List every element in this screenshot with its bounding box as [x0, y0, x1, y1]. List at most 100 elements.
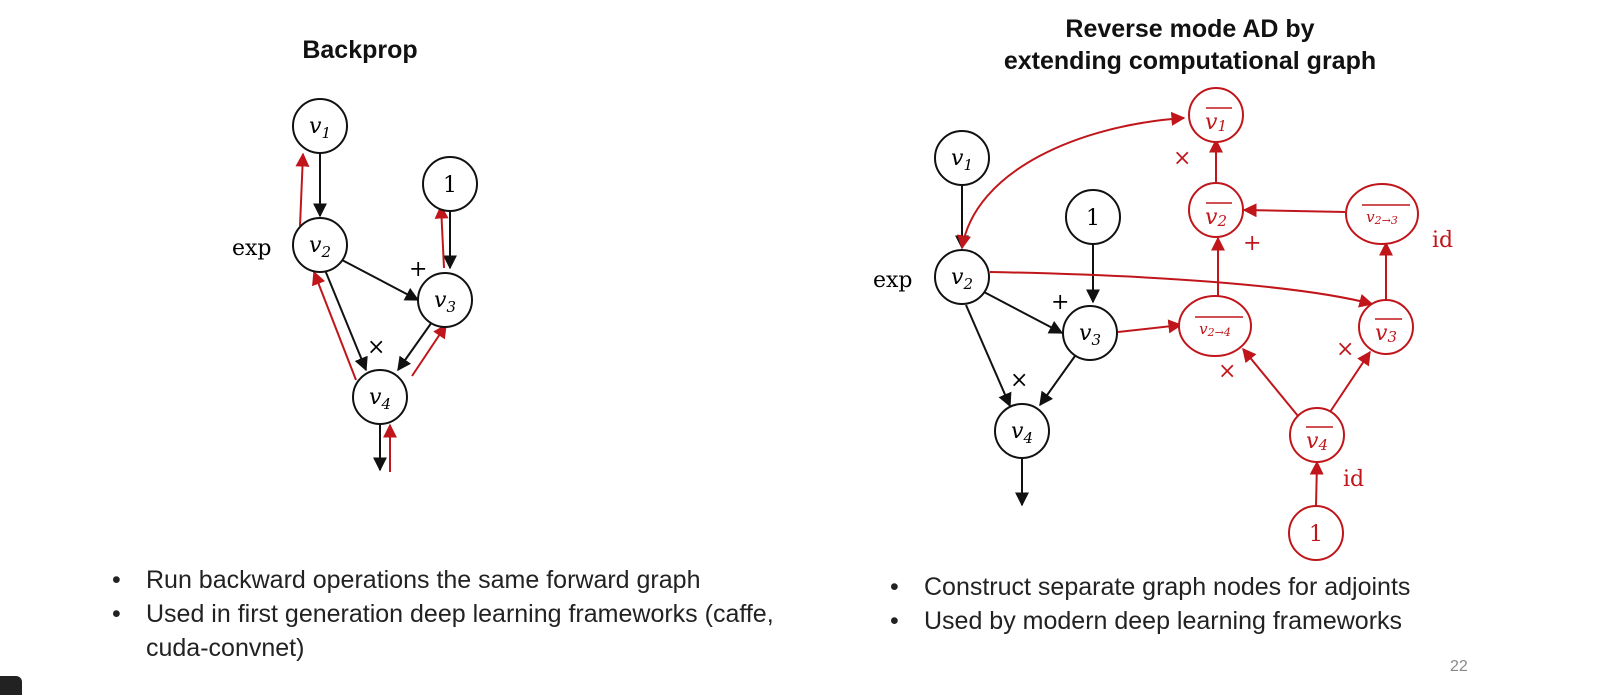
right-bullet-list: Construct separate graph nodes for adjoi…: [890, 570, 1570, 638]
edge-v3-v4: [397, 321, 433, 372]
node-one-label: 1: [443, 173, 457, 198]
svg-text:v3: v3: [1375, 321, 1397, 346]
r-node-v3-sub: 3: [1091, 331, 1101, 349]
op-plus-label: +: [409, 257, 427, 282]
node-v1-sub: 1: [321, 124, 331, 142]
r-adj-v23bar-sub: 2→3: [1374, 214, 1398, 227]
svg-text:v2: v2: [309, 233, 331, 261]
r-node-v3-label: v: [1079, 321, 1092, 346]
r-adj-v3bar-label: v: [1375, 321, 1388, 346]
svg-text:v1: v1: [1205, 110, 1227, 135]
node-v1: [292, 98, 348, 154]
r-edge-v2-v4: [965, 304, 1012, 408]
r-node-v2-label: v: [951, 265, 964, 290]
r-adj-v24bar: [1178, 295, 1252, 357]
r-node-v1-label: v: [951, 146, 964, 171]
svg-text:v1: v1: [309, 114, 331, 142]
r-edge-v2-v3: [983, 291, 1064, 334]
r-red-edge-v3-v24bar: [1117, 319, 1183, 334]
r-adj-v3bar-sub: 3: [1387, 328, 1397, 346]
r-adj-v1bar-label: v: [1205, 110, 1218, 135]
node-v4: [352, 369, 408, 425]
edge-v2-v3: [341, 259, 420, 301]
r-adj-v23bar: [1345, 183, 1419, 245]
r-adj-v24bar-label: v: [1199, 320, 1208, 338]
svg-text:v4: v4: [1011, 419, 1033, 447]
r-op-exp-label: exp: [873, 268, 913, 293]
r-node-v2: [934, 249, 990, 305]
r-op-plus-label: +: [1051, 290, 1069, 315]
node-v4-sub: 4: [380, 395, 391, 413]
r-adj-v2bar-label: v: [1205, 205, 1218, 230]
svg-text:v2→3: v2→3: [1366, 208, 1398, 227]
r-node-v2-sub: 2: [962, 275, 973, 293]
r-op-id-v23bar: id: [1432, 228, 1453, 253]
r-adj-v24bar-sub: 2→4: [1207, 326, 1231, 339]
node-v2: [292, 217, 348, 273]
r-node-v4: [994, 403, 1050, 459]
corner-mark: [0, 676, 22, 695]
svg-text:v3: v3: [1079, 321, 1101, 349]
edge-v2-v4: [324, 269, 368, 372]
r-op-times-v3bar: ×: [1336, 337, 1354, 362]
node-v4-label: v: [369, 385, 382, 410]
node-v3: [417, 272, 473, 328]
r-node-one-label: 1: [1086, 206, 1100, 231]
reverse-ad-graph: v1 1 v2 v3 v4 v1 v2 v2→3 v2→4 v3 v4 1 ex…: [873, 87, 1453, 561]
r-red-edge-v4bar-v24bar: [1242, 347, 1299, 417]
page-number: 22: [1450, 658, 1468, 675]
r-adj-one-label: 1: [1309, 522, 1323, 547]
right-title: Reverse mode AD by extending computation…: [930, 13, 1450, 77]
left-title: Backprop: [302, 36, 418, 64]
svg-text:v2: v2: [1205, 205, 1227, 230]
svg-text:v2→4: v2→4: [1199, 320, 1231, 339]
node-v3-sub: 3: [446, 298, 456, 316]
r-adj-v4bar-sub: 4: [1317, 436, 1328, 454]
back-edge-v3-one: [434, 204, 449, 269]
r-red-edge-v4bar-v3bar: [1329, 350, 1371, 413]
r-node-v1-sub: 1: [963, 156, 973, 174]
svg-text:v4: v4: [369, 385, 391, 413]
svg-text:v4: v4: [1306, 429, 1328, 454]
r-adj-one: [1288, 505, 1344, 561]
back-edge-v4-v2: [312, 270, 357, 381]
op-exp-label: exp: [232, 236, 272, 261]
right-title-line2: extending computational graph: [1003, 47, 1377, 75]
r-adj-v2bar-sub: 2: [1216, 212, 1227, 230]
r-node-v3: [1062, 305, 1118, 361]
r-red-edge-v23bar-v2bar: [1242, 203, 1346, 218]
r-node-v4-sub: 4: [1022, 429, 1033, 447]
r-op-times-v1bar: ×: [1173, 146, 1191, 171]
node-one: [422, 156, 478, 212]
backprop-graph: v1 1 v2 v3 v4 exp + ×: [232, 98, 478, 472]
r-adj-v3bar: [1358, 299, 1414, 355]
r-edge-v3-v4: [1039, 355, 1076, 407]
r-op-plus-v2bar: +: [1243, 231, 1261, 256]
r-red-edge-one-v4bar: [1309, 460, 1324, 507]
right-bullet-2: Used by modern deep learning frameworks: [890, 604, 1570, 638]
svg-text:v1: v1: [951, 146, 973, 174]
r-adj-v4bar: [1289, 407, 1345, 463]
node-v3-label: v: [434, 288, 447, 313]
left-bullet-2: Used in first generation deep learning f…: [112, 597, 832, 665]
back-edge-v4-v3: [411, 323, 447, 377]
back-edge-v2-v1: [295, 152, 310, 227]
r-node-one: [1065, 189, 1121, 245]
left-bullet-1: Run backward operations the same forward…: [112, 563, 832, 597]
r-adj-v2bar: [1188, 182, 1244, 238]
svg-text:v2: v2: [951, 265, 973, 293]
r-op-times-v24bar: ×: [1218, 359, 1236, 384]
node-v2-sub: 2: [320, 243, 331, 261]
r-adj-v4bar-label: v: [1306, 429, 1319, 454]
left-bullet-list: Run backward operations the same forward…: [112, 563, 832, 665]
r-red-edge-v2-to-v3bar: [989, 271, 1374, 308]
node-v2-label: v: [309, 233, 322, 258]
right-bullet-1: Construct separate graph nodes for adjoi…: [890, 570, 1570, 604]
r-adj-v1bar-sub: 1: [1217, 117, 1227, 135]
r-op-times-label: ×: [1010, 368, 1028, 393]
r-adj-v23bar-label: v: [1366, 208, 1375, 226]
r-node-v4-label: v: [1011, 419, 1024, 444]
svg-text:v3: v3: [434, 288, 456, 316]
r-adj-v1bar: [1188, 87, 1244, 143]
